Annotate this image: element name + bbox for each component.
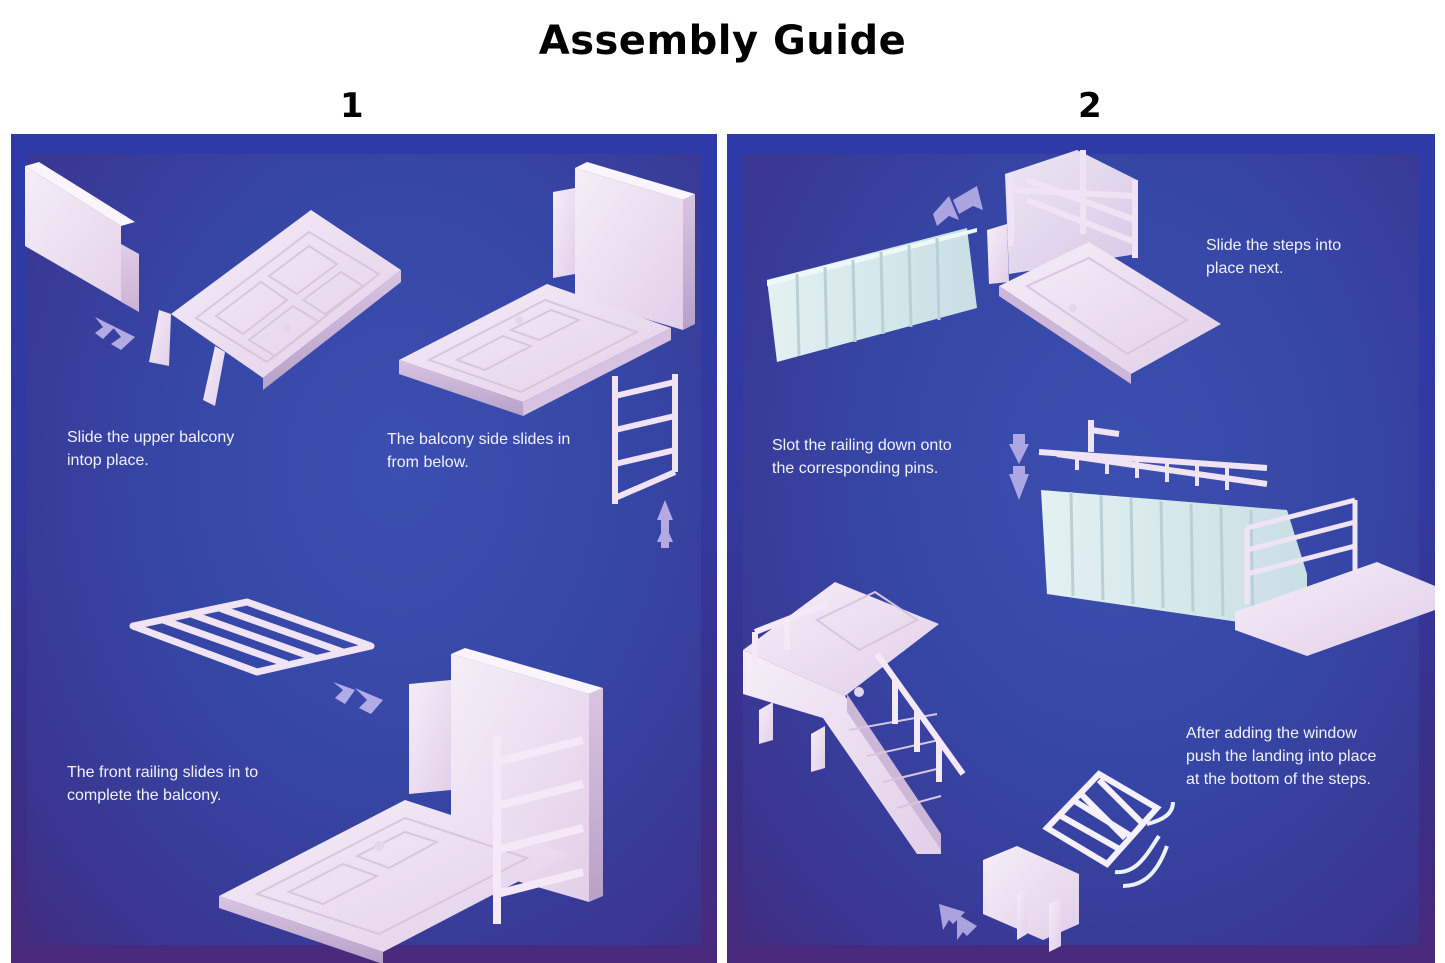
balcony-floor-door-part bbox=[149, 210, 401, 406]
step-1-caption-3: The front railing slides in to complete … bbox=[67, 764, 259, 804]
slide-down-arrow-icon bbox=[1009, 434, 1029, 500]
step-2-caption-1: Slide the steps into place next. bbox=[1206, 237, 1342, 277]
balcony-side-railing-part bbox=[612, 374, 678, 504]
balcony-with-side-wall-part bbox=[399, 162, 695, 416]
step-1-panel: Slide the upper balcony intop place. The… bbox=[11, 134, 717, 963]
steps-part bbox=[767, 228, 977, 362]
step-2-caption-2: Slot the railing down onto the correspon… bbox=[772, 437, 952, 477]
completed-balcony-part bbox=[219, 648, 603, 963]
step-2-caption-3: After adding the window push the landing… bbox=[1186, 725, 1377, 788]
upper-balcony-wall-part bbox=[25, 162, 139, 312]
balcony-assembly-part bbox=[987, 150, 1221, 384]
slide-arrow-icon bbox=[333, 682, 383, 714]
step-number-2: 2 bbox=[1078, 86, 1102, 126]
slide-arrow-icon bbox=[95, 317, 135, 350]
push-arrow-icon bbox=[939, 904, 977, 940]
slide-arrow-icon bbox=[933, 186, 983, 226]
stair-railing-part bbox=[1038, 420, 1268, 490]
step-1-illustration bbox=[25, 162, 695, 963]
steps-landing-assembly-part bbox=[1041, 490, 1435, 656]
staircase-assembly-part bbox=[743, 582, 966, 854]
slide-up-arrow-icon bbox=[657, 500, 673, 548]
step-2-illustration bbox=[743, 150, 1435, 952]
step-number-1: 1 bbox=[340, 86, 364, 126]
page-title: Assembly Guide bbox=[538, 18, 907, 64]
step-1-caption-2: The balcony side slides in from below. bbox=[387, 431, 571, 471]
step-2-panel: Slide the steps into place next. Slot th… bbox=[727, 134, 1435, 963]
front-railing-part bbox=[129, 598, 375, 676]
window-landing-part bbox=[983, 770, 1175, 952]
step-1-caption-1: Slide the upper balcony intop place. bbox=[67, 429, 235, 469]
